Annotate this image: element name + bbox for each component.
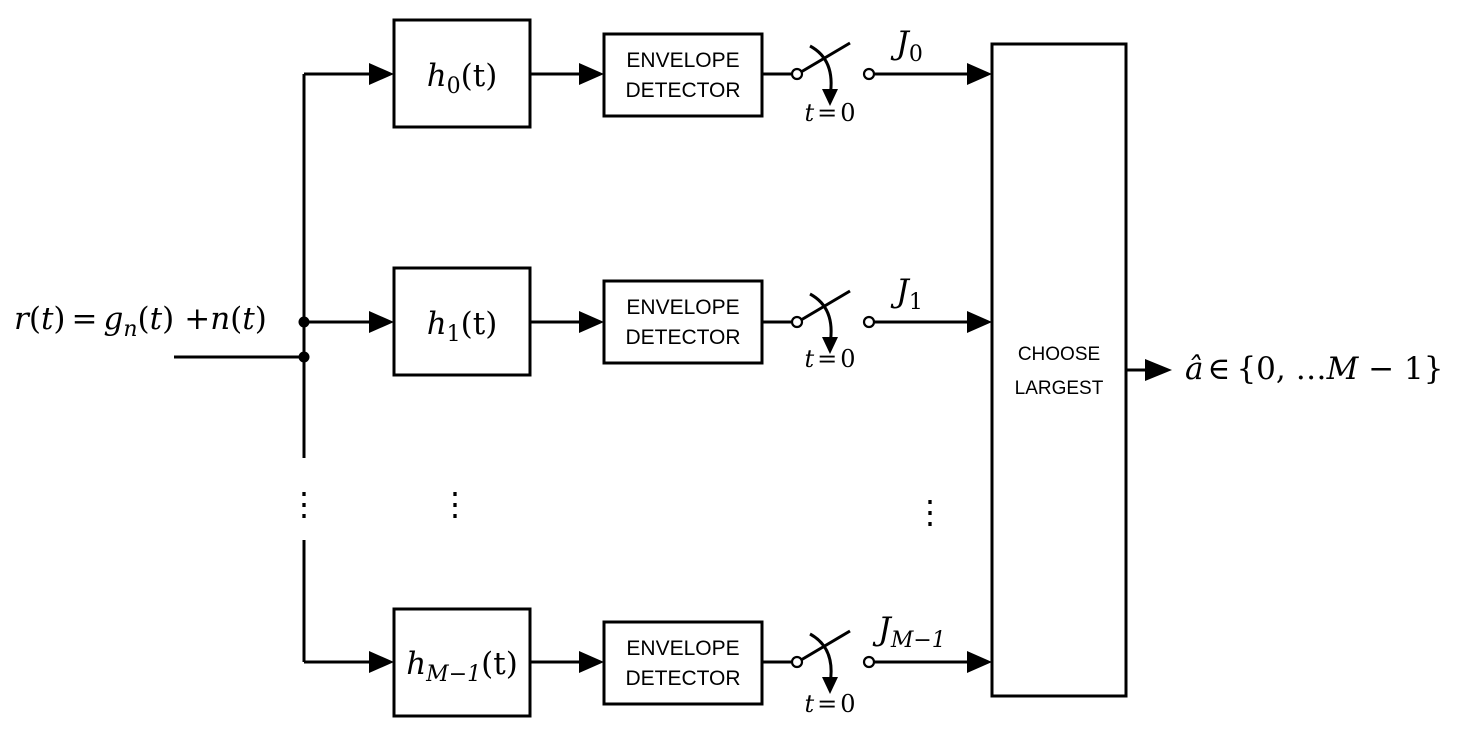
switch-2-contact-right	[862, 655, 876, 669]
switch-2-curve-arrowhead	[822, 677, 838, 694]
switch-0-contact-left	[790, 67, 804, 81]
switch-1-label: t=0	[804, 345, 855, 373]
junction-dot-lower	[298, 351, 310, 363]
branch-0-filter-arrow	[369, 63, 394, 85]
switch-0-curve	[809, 44, 833, 97]
switch-0-label: t=0	[804, 99, 855, 127]
detector-1-line2: DETECTOR	[625, 326, 740, 349]
switch-0-blade	[800, 41, 851, 74]
sampling-switch-0	[790, 41, 876, 106]
ellipsis-bus: ⋮	[288, 485, 320, 523]
switch-0-curve-arrowhead	[822, 89, 838, 106]
ellipsis-filters: ⋮	[439, 485, 471, 523]
detector-2-arrow	[579, 651, 604, 673]
sampling-switch-2	[790, 629, 876, 694]
switch-1-contact-right	[862, 315, 876, 329]
envelope-detector-box-1	[602, 279, 764, 365]
output-label-0: J0	[890, 24, 923, 67]
ellipsis-outputs: ⋮	[914, 493, 946, 531]
filter-box-2	[392, 607, 532, 718]
filter-box-1	[392, 266, 532, 377]
decision-output-arrow	[1145, 359, 1172, 381]
chooser-input-arrow-2	[967, 651, 992, 673]
choose-largest-line1: CHOOSE	[1018, 344, 1100, 365]
choose-largest-box	[990, 42, 1128, 698]
chooser-input-arrow-0	[967, 63, 992, 85]
switch-2-contact-left	[790, 655, 804, 669]
filter-label-2: hM−1(t)	[406, 646, 518, 687]
detector-0-arrow	[579, 63, 604, 85]
filter-box-0	[392, 18, 532, 129]
detector-2-line2: DETECTOR	[625, 667, 740, 690]
output-label-2: JM−1	[872, 610, 946, 653]
envelope-detector-box-2	[602, 620, 764, 706]
switch-1-contact-left	[790, 315, 804, 329]
detector-0-line1: ENVELOPE	[626, 49, 739, 72]
envelope-detector-box-0	[602, 32, 764, 118]
detector-1-line1: ENVELOPE	[626, 296, 739, 319]
choose-largest-line2: LARGEST	[1015, 378, 1104, 399]
switch-2-blade	[800, 629, 851, 662]
switch-1-curve	[809, 292, 833, 345]
detector-0-line2: DETECTOR	[625, 79, 740, 102]
detector-2-line1: ENVELOPE	[626, 637, 739, 660]
branch-row-m-minus-1: hM−1(t) ENVELOPE DETECTOR t=0 JM−1	[304, 607, 992, 718]
branch-row-1: h1(t) ENVELOPE DETECTOR t=0 J1	[304, 266, 992, 377]
branch-2-filter-arrow	[369, 651, 394, 673]
filter-label-1: h1(t)	[427, 306, 498, 347]
input-label: r(t)=gn(t)+n(t)	[14, 301, 267, 342]
switch-1-curve-arrowhead	[822, 337, 838, 354]
switch-2-label: t=0	[804, 690, 855, 718]
chooser-input-arrow-1	[967, 311, 992, 333]
decision-output-label: â∈{0, …M − 1}	[1185, 351, 1443, 387]
sampling-switch-1	[790, 289, 876, 354]
switch-2-curve	[809, 632, 833, 685]
output-label-1: J1	[890, 272, 923, 315]
filter-label-0: h0(t)	[427, 58, 498, 99]
switch-0-contact-right	[862, 67, 876, 81]
detector-1-arrow	[579, 311, 604, 333]
switch-1-blade	[800, 289, 851, 322]
branch-1-filter-arrow	[369, 311, 394, 333]
branch-row-0: h0(t) ENVELOPE DETECTOR t=0 J0	[304, 18, 992, 129]
